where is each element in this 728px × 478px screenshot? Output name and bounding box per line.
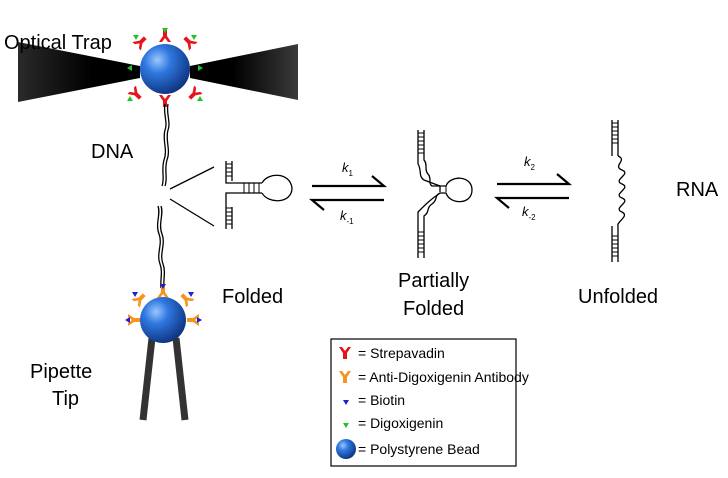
legend-item-strepavadin: = Strepavadin xyxy=(358,345,445,361)
polystyrene-bead-icon xyxy=(336,439,356,459)
bottom-bead xyxy=(125,284,202,343)
folded-rna-hairpin xyxy=(169,161,293,229)
equilibrium-arrows-1 xyxy=(308,175,388,211)
legend: = Strepavadin = Anti-Digoxigenin Antibod… xyxy=(330,338,529,467)
rate-k-minus1: k-1 xyxy=(340,208,354,226)
rate-k1: k1 xyxy=(342,160,354,178)
rate-k2: k2 xyxy=(524,154,536,172)
label-optical-trap: Optical Trap xyxy=(4,32,112,54)
label-folded: Folded xyxy=(222,286,283,308)
legend-item-antibody: = Anti-Digoxigenin Antibody xyxy=(358,369,529,385)
legend-box xyxy=(330,338,517,467)
label-dna: DNA xyxy=(91,141,134,163)
pipette-tip xyxy=(139,337,189,421)
equilibrium-arrows-2 xyxy=(493,173,573,209)
legend-item-biotin: = Biotin xyxy=(358,392,405,408)
optical-trap-beam xyxy=(18,42,298,102)
label-pipette: Pipette xyxy=(30,361,92,383)
label-unfolded: Unfolded xyxy=(578,286,658,308)
rate-k-minus2: k-2 xyxy=(522,204,536,222)
label-tip: Tip xyxy=(52,388,79,410)
dna-bottom-handle xyxy=(156,205,166,289)
dna-top-handle xyxy=(161,103,170,187)
legend-item-digoxigenin: = Digoxigenin xyxy=(358,415,443,431)
label-partially-folded: Folded xyxy=(403,298,464,320)
label-partially: Partially xyxy=(398,270,469,292)
top-bead xyxy=(127,28,203,107)
label-rna: RNA xyxy=(676,179,719,201)
unfolded-rna xyxy=(611,120,626,262)
partially-folded-rna xyxy=(417,130,473,258)
legend-item-bead: = Polystyrene Bead xyxy=(358,441,480,457)
